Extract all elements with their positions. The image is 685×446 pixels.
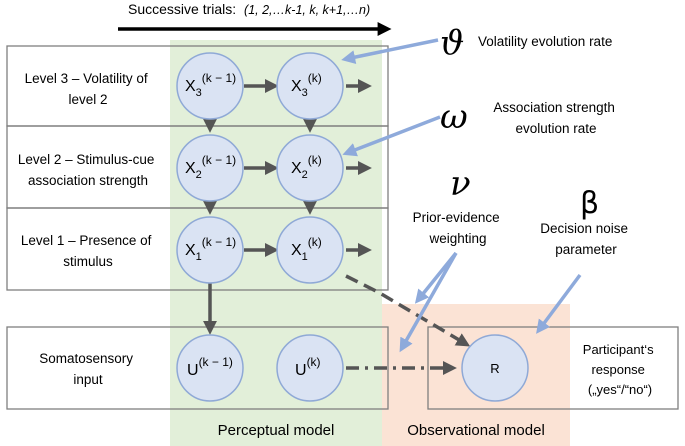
svg-text:X3(k): X3(k) [291, 71, 322, 99]
arrow-theta [341, 38, 439, 65]
omega-symbol: ω [440, 97, 468, 137]
omega-label: Association strength evolution rate [493, 100, 618, 136]
level-2-label: Level 2 – Stimulus-cue association stren… [18, 152, 158, 188]
theta-symbol: ϑ [440, 23, 464, 63]
level-3-label: Level 3 – Volatility of level 2 [25, 71, 152, 107]
node-u-cur: U(k) [276, 334, 344, 402]
svg-text:X2(k − 1): X2(k − 1) [185, 153, 236, 181]
svg-text:U(k − 1): U(k − 1) [187, 355, 233, 379]
arrow-omega [342, 115, 441, 157]
node-x1-prev: X1(k − 1) [176, 216, 244, 284]
trials-label: Successive trials: (1, 2,…k-1, k, k+1,…n… [128, 1, 370, 17]
node-x3-cur: X3(k) [276, 52, 344, 120]
node-x3-prev: X3(k − 1) [176, 52, 244, 120]
svg-text:X3(k − 1): X3(k − 1) [185, 71, 236, 99]
nu-symbol: ν [450, 164, 471, 204]
input-box [6, 326, 389, 410]
beta-label: Decision noise parameter [540, 221, 632, 257]
perceptual-model-label: Perceptual model [218, 422, 335, 439]
svg-text:X1(k − 1): X1(k − 1) [185, 235, 236, 263]
nu-label: Prior-evidence weighting [413, 210, 504, 246]
beta-symbol: β [580, 186, 599, 221]
node-x2-cur: X2(k) [276, 134, 344, 202]
svg-text:X2(k): X2(k) [291, 153, 322, 181]
svg-text:X1(k): X1(k) [291, 235, 322, 263]
node-x1-cur: X1(k) [276, 216, 344, 284]
node-x2-prev: X2(k − 1) [176, 134, 244, 202]
observational-model-label: Observational model [407, 422, 545, 439]
response-box [427, 326, 679, 410]
arrow-beta [536, 273, 582, 334]
level-1-box [6, 207, 389, 291]
theta-label: Volatility evolution rate [478, 34, 612, 49]
node-response: R [461, 334, 529, 402]
svg-text:U(k): U(k) [295, 355, 321, 379]
svg-text:R: R [490, 361, 499, 376]
arrow-nu-to-u [399, 252, 458, 353]
response-label: Participant‘s response („yes“/“no“) [583, 342, 657, 397]
arrow-x1-to-response [345, 274, 471, 347]
node-u-prev: U(k − 1) [176, 334, 244, 402]
level-1-label: Level 1 – Presence of stimulus [21, 233, 155, 269]
input-label: Somatosensory input [39, 351, 137, 387]
